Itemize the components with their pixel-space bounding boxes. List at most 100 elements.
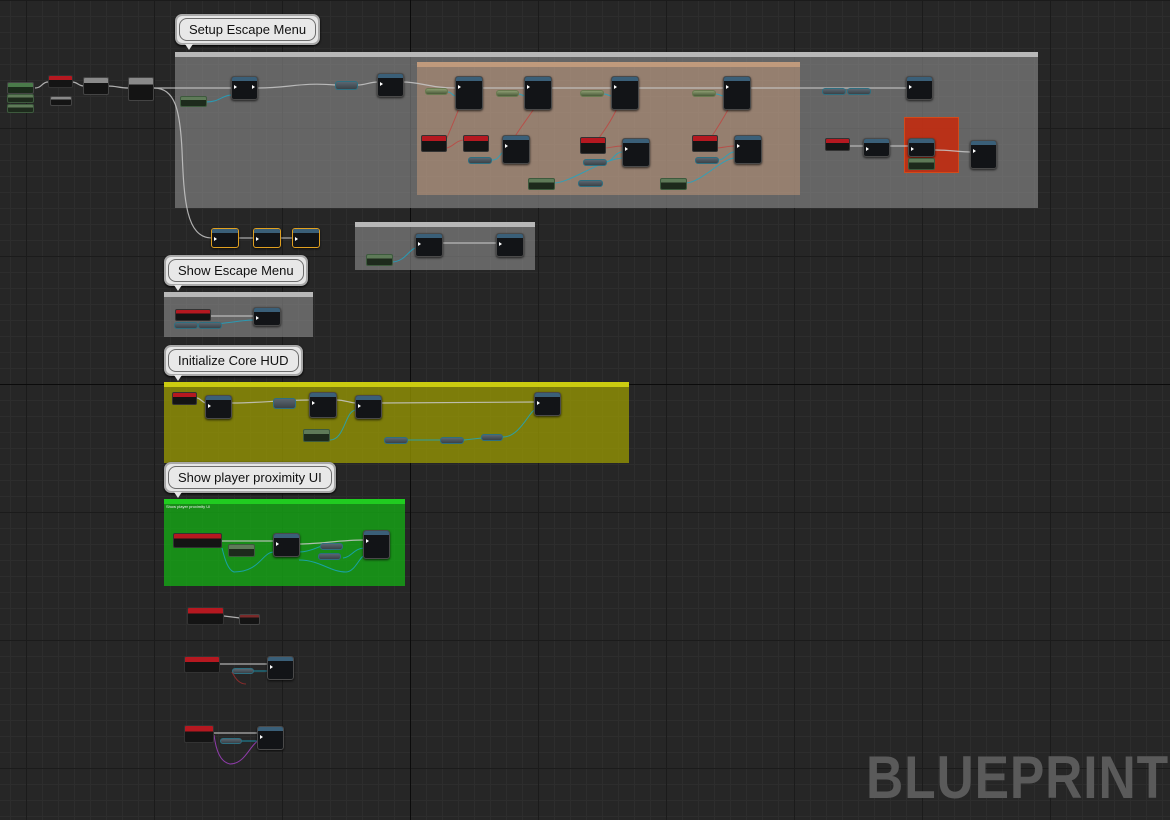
- variable-node[interactable]: [908, 158, 935, 170]
- function-node[interactable]: [611, 76, 639, 110]
- exec-pin-icon[interactable]: [256, 237, 259, 241]
- function-node[interactable]: [377, 73, 404, 97]
- getter-node[interactable]: [481, 434, 503, 441]
- getter-node[interactable]: [695, 157, 719, 164]
- exec-pin-icon[interactable]: [380, 82, 383, 86]
- getter-node[interactable]: [273, 398, 296, 409]
- getter-node[interactable]: [847, 88, 871, 95]
- function-node[interactable]: [309, 392, 337, 418]
- event-node[interactable]: [7, 82, 34, 94]
- event-node[interactable]: [48, 75, 73, 88]
- event-node[interactable]: [172, 392, 197, 405]
- exec-pin-icon[interactable]: [252, 85, 255, 89]
- event-node[interactable]: [173, 533, 222, 548]
- comment-bubble-setup-escape-menu[interactable]: Setup Escape Menu: [175, 14, 321, 50]
- function-node[interactable]: [723, 76, 751, 110]
- event-node[interactable]: [463, 135, 489, 152]
- function-node[interactable]: [970, 140, 997, 169]
- exec-pin-icon[interactable]: [909, 85, 912, 89]
- function-node[interactable]: [496, 233, 524, 257]
- exec-pin-icon[interactable]: [737, 144, 740, 148]
- getter-node[interactable]: [440, 437, 464, 444]
- variable-node[interactable]: [366, 254, 393, 266]
- getter-node[interactable]: [335, 81, 358, 90]
- exec-pin-icon[interactable]: [505, 144, 508, 148]
- event-node[interactable]: [184, 656, 220, 673]
- function-node-selected[interactable]: [211, 228, 239, 248]
- function-node[interactable]: [267, 656, 294, 680]
- function-node[interactable]: [205, 395, 232, 419]
- function-node[interactable]: [734, 135, 762, 164]
- function-node-selected[interactable]: [292, 228, 320, 248]
- function-node[interactable]: [363, 530, 390, 559]
- event-node[interactable]: [825, 138, 850, 151]
- getter-node[interactable]: [198, 322, 222, 329]
- getter-node[interactable]: [496, 90, 519, 97]
- getter-node[interactable]: [320, 543, 343, 550]
- event-node[interactable]: [175, 309, 211, 321]
- exec-pin-icon[interactable]: [911, 147, 914, 151]
- function-node[interactable]: [524, 76, 552, 110]
- exec-pin-icon[interactable]: [625, 147, 628, 151]
- exec-pin-icon[interactable]: [234, 85, 237, 89]
- event-node[interactable]: [692, 135, 718, 152]
- variable-node[interactable]: [303, 429, 330, 442]
- variable-node[interactable]: [660, 178, 687, 190]
- function-node[interactable]: [502, 135, 530, 164]
- getter-node[interactable]: [174, 322, 198, 329]
- getter-node[interactable]: [384, 437, 408, 444]
- exec-pin-icon[interactable]: [270, 665, 273, 669]
- exec-pin-icon[interactable]: [499, 242, 502, 246]
- function-node[interactable]: [239, 614, 260, 625]
- exec-pin-icon[interactable]: [208, 404, 211, 408]
- exec-pin-icon[interactable]: [458, 85, 461, 89]
- function-node-selected[interactable]: [253, 228, 281, 248]
- getter-node[interactable]: [580, 90, 604, 97]
- function-node[interactable]: [231, 76, 258, 100]
- function-node[interactable]: [83, 77, 109, 95]
- exec-pin-icon[interactable]: [256, 316, 259, 320]
- exec-pin-icon[interactable]: [366, 539, 369, 543]
- exec-pin-icon[interactable]: [276, 542, 279, 546]
- exec-pin-icon[interactable]: [726, 85, 729, 89]
- variable-node[interactable]: [528, 178, 555, 190]
- event-node[interactable]: [421, 135, 447, 152]
- getter-node[interactable]: [425, 88, 448, 95]
- getter-node[interactable]: [578, 180, 603, 187]
- exec-pin-icon[interactable]: [358, 404, 361, 408]
- variable-node[interactable]: [7, 104, 34, 113]
- exec-pin-icon[interactable]: [527, 85, 530, 89]
- exec-pin-icon[interactable]: [973, 149, 976, 153]
- function-node[interactable]: [128, 77, 154, 101]
- function-node[interactable]: [455, 76, 483, 110]
- event-node[interactable]: [184, 725, 214, 743]
- variable-node[interactable]: [7, 94, 34, 103]
- getter-node[interactable]: [220, 738, 242, 744]
- function-node[interactable]: [534, 392, 561, 416]
- exec-pin-icon[interactable]: [614, 85, 617, 89]
- function-node[interactable]: [908, 138, 935, 157]
- getter-node[interactable]: [822, 88, 846, 95]
- function-node[interactable]: [355, 395, 382, 419]
- function-node[interactable]: [50, 96, 72, 106]
- getter-node[interactable]: [232, 668, 254, 674]
- exec-pin-icon[interactable]: [866, 147, 869, 151]
- exec-pin-icon[interactable]: [295, 237, 298, 241]
- event-node[interactable]: [580, 137, 606, 154]
- function-node[interactable]: [253, 307, 281, 326]
- exec-pin-icon[interactable]: [214, 237, 217, 241]
- variable-node[interactable]: [180, 96, 207, 107]
- getter-node[interactable]: [318, 553, 341, 560]
- function-node[interactable]: [257, 726, 284, 750]
- comment-bubble-initialize-core-hud[interactable]: Initialize Core HUD: [164, 345, 303, 381]
- exec-pin-icon[interactable]: [260, 735, 263, 739]
- exec-pin-icon[interactable]: [418, 242, 421, 246]
- function-node[interactable]: [415, 233, 443, 257]
- comment-bubble-show-escape-menu[interactable]: Show Escape Menu: [164, 255, 308, 291]
- getter-node[interactable]: [583, 159, 607, 166]
- exec-pin-icon[interactable]: [312, 401, 315, 405]
- function-node[interactable]: [622, 138, 650, 167]
- event-node[interactable]: [187, 607, 224, 625]
- getter-node[interactable]: [468, 157, 492, 164]
- function-node[interactable]: [863, 138, 890, 157]
